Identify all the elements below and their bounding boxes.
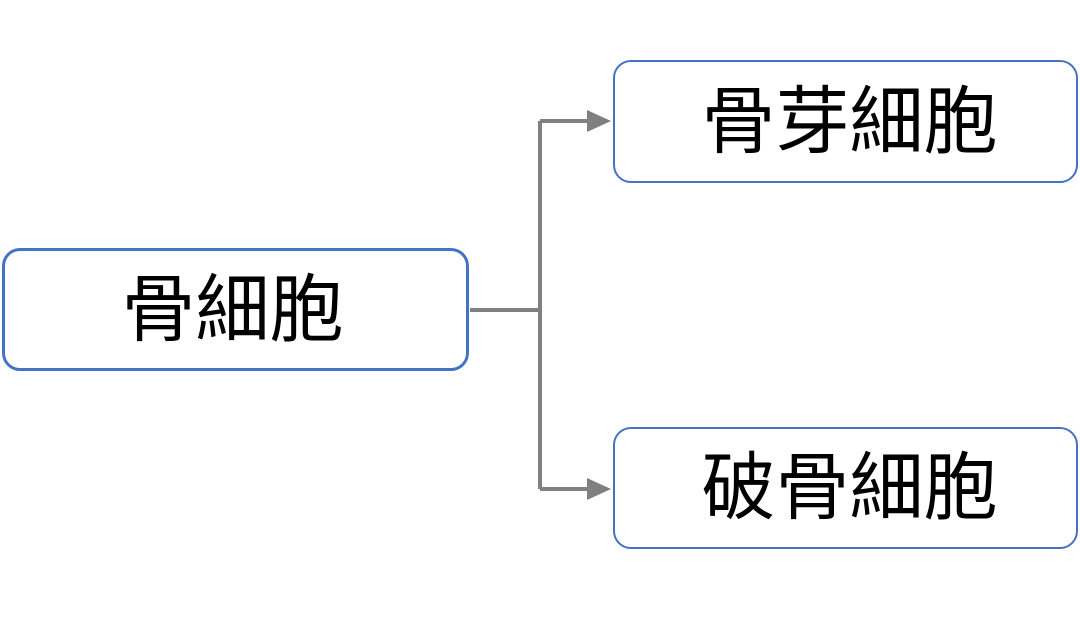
child-node-osteoclast: 破骨細胞 [613,427,1078,549]
child-node-osteoblast: 骨芽細胞 [613,60,1078,183]
root-node: 骨細胞 [2,248,469,371]
child-node-label: 破骨細胞 [701,445,998,531]
arrowhead-top [587,110,611,132]
arrowhead-bottom [587,478,611,500]
child-node-label: 骨芽細胞 [701,78,998,165]
root-node-label: 骨細胞 [121,266,344,353]
